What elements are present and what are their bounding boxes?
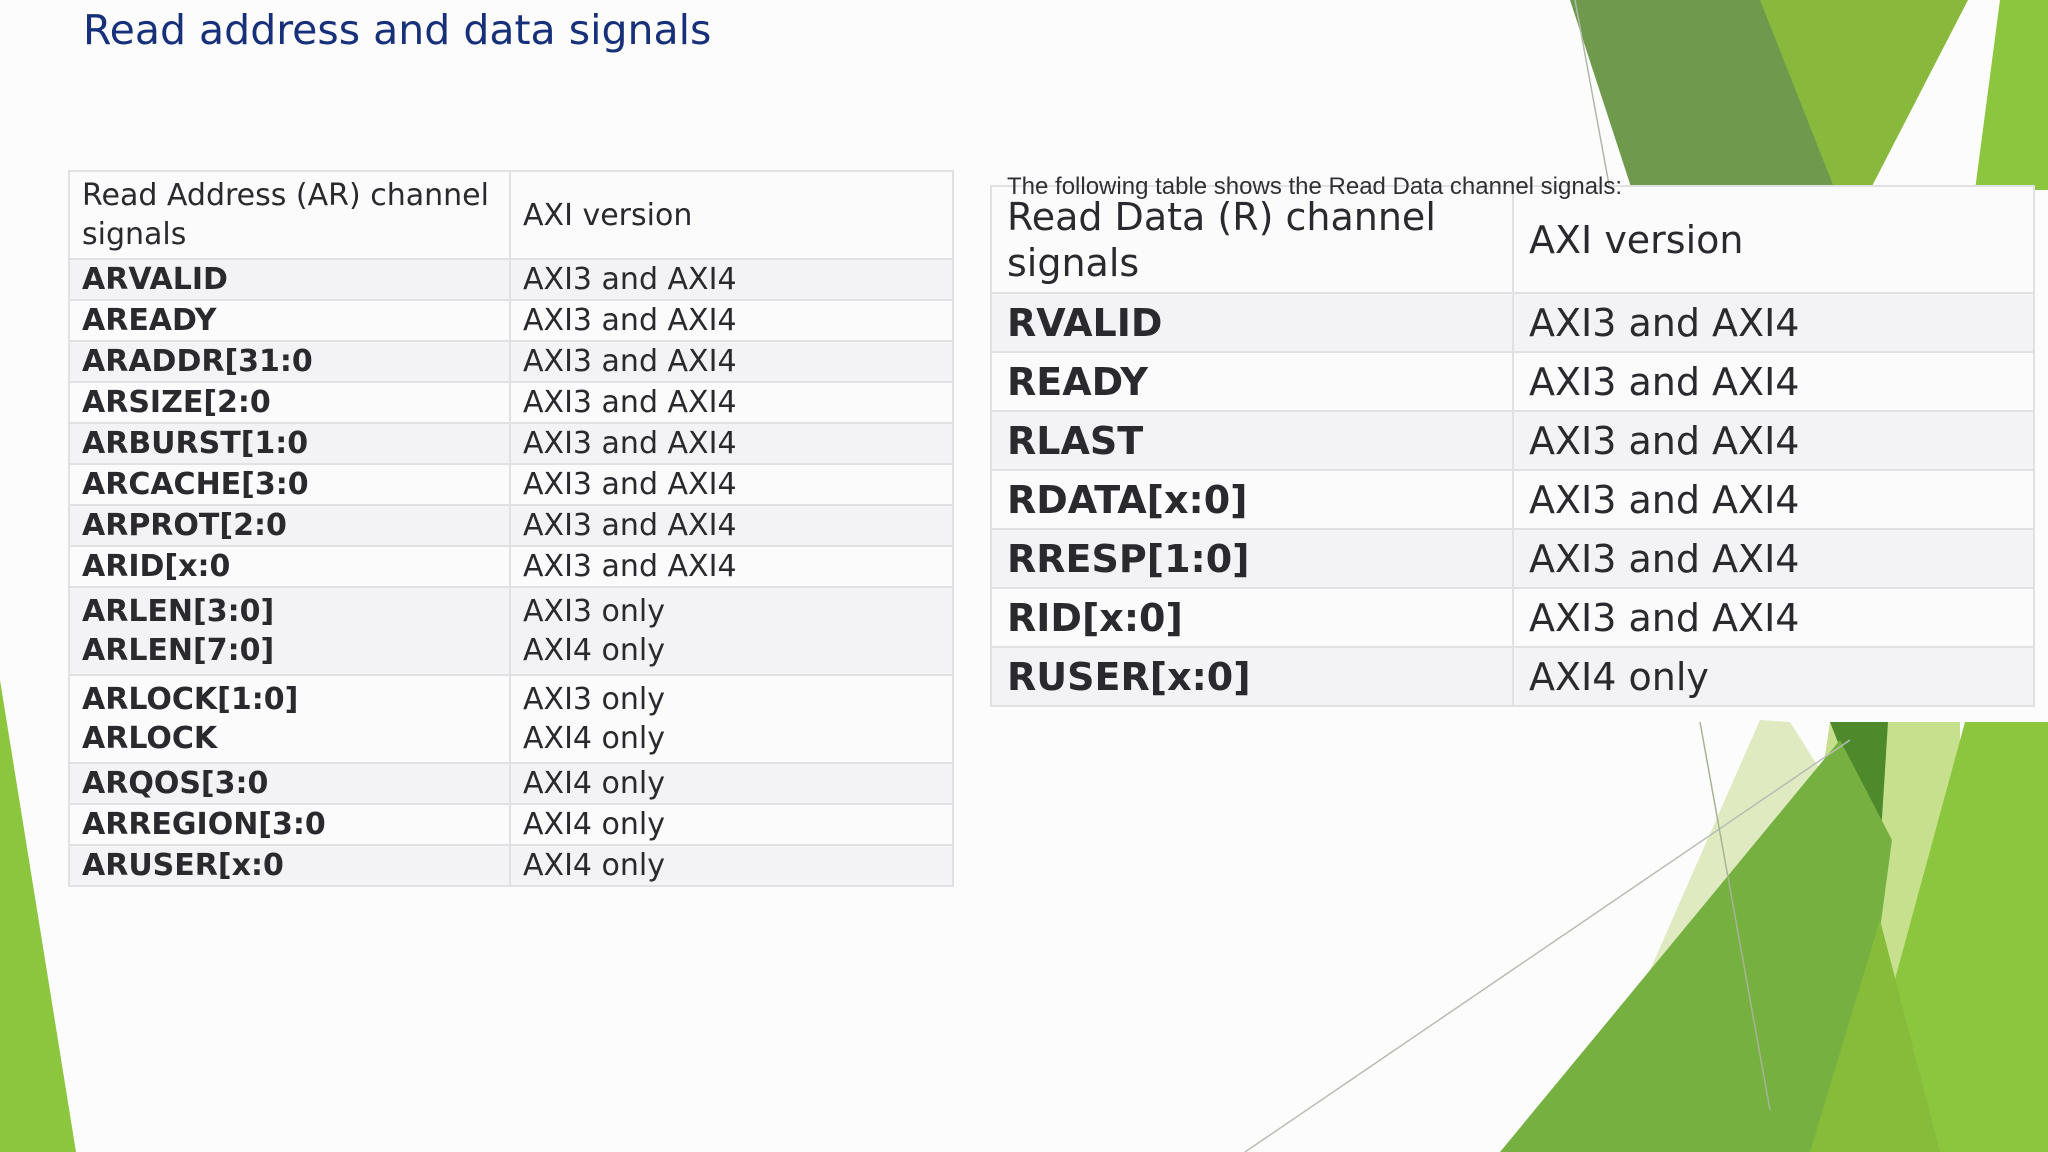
version-cell: AXI3 only AXI4 only	[509, 674, 954, 764]
version-cell: AXI3 and AXI4	[509, 545, 954, 588]
signal-cell: ARVALID	[68, 258, 511, 301]
version-cell: AXI4 only	[509, 803, 954, 846]
table-caption: The following table shows the Read Data …	[1007, 173, 1623, 200]
signal-cell: RVALID	[990, 292, 1514, 353]
header-cell-version: AXI version	[1512, 185, 2035, 294]
signal-cell: ARLOCK[1:0] ARLOCK	[68, 674, 511, 764]
signal-cell: RDATA[x:0]	[990, 469, 1514, 530]
header-text: Read Address (AR) channel	[82, 178, 489, 213]
signal-cell: RRESP[1:0]	[990, 528, 1514, 589]
table-row: ARLOCK[1:0] ARLOCK AXI3 only AXI4 only	[68, 674, 954, 764]
table-row: ARUSER[x:0 AXI4 only	[68, 844, 954, 887]
signal-cell: ARBURST[1:0	[68, 422, 511, 465]
header-text: Read Data (R) channel	[1007, 194, 1436, 239]
left-green-sliver	[0, 680, 76, 1152]
signal-cell: ARPROT[2:0	[68, 504, 511, 547]
signal-cell: ARCACHE[3:0	[68, 463, 511, 506]
bottom-thin-line-2	[1699, 721, 1771, 1111]
signal-cell: READY	[990, 351, 1514, 412]
signal-line: ARLOCK	[82, 721, 218, 756]
table-row: ARPROT[2:0 AXI3 and AXI4	[68, 504, 954, 547]
header-cell-version: AXI version	[509, 170, 954, 260]
table-row: RVALID AXI3 and AXI4	[990, 292, 2035, 353]
mid-green-shape	[1500, 740, 1892, 1152]
top-bright-green-shape	[1975, 0, 2048, 190]
version-line: AXI4 only	[523, 633, 666, 668]
version-cell: AXI4 only	[1512, 646, 2035, 707]
signal-line: ARLEN[7:0]	[82, 633, 275, 668]
signal-cell: RLAST	[990, 410, 1514, 471]
version-line: AXI4 only	[523, 721, 666, 756]
table-row: ARSIZE[2:0 AXI3 and AXI4	[68, 381, 954, 424]
header-cell-signals: Read Data (R) channel signals	[990, 185, 1514, 294]
version-cell: AXI4 only	[509, 844, 954, 887]
signal-cell: RUSER[x:0]	[990, 646, 1514, 707]
signal-cell: ARSIZE[2:0	[68, 381, 511, 424]
signal-cell: AREADY	[68, 299, 511, 342]
slide-title: Read address and data signals	[83, 6, 712, 54]
header-cell-signals: Read Address (AR) channel signals	[68, 170, 511, 260]
table-row: ARBURST[1:0 AXI3 and AXI4	[68, 422, 954, 465]
version-cell: AXI3 and AXI4	[509, 504, 954, 547]
bottom-thin-line-1	[1244, 739, 1851, 1152]
version-cell: AXI3 and AXI4	[509, 340, 954, 383]
version-cell: AXI3 and AXI4	[1512, 469, 2035, 530]
table-header-row: Read Address (AR) channel signals AXI ve…	[68, 170, 954, 260]
version-cell: AXI3 only AXI4 only	[509, 586, 954, 676]
version-cell: AXI3 and AXI4	[509, 422, 954, 465]
table-row: RDATA[x:0] AXI3 and AXI4	[990, 469, 2035, 530]
table-header-row: Read Data (R) channel signals AXI versio…	[990, 185, 2035, 294]
version-cell: AXI3 and AXI4	[1512, 587, 2035, 648]
table-row: RUSER[x:0] AXI4 only	[990, 646, 2035, 707]
read-address-table: Read Address (AR) channel signals AXI ve…	[68, 170, 954, 887]
table-row: ARQOS[3:0 AXI4 only	[68, 762, 954, 805]
header-text: signals	[82, 217, 187, 252]
version-line: AXI3 only	[523, 682, 666, 717]
table-row: ARREGION[3:0 AXI4 only	[68, 803, 954, 846]
read-data-table: Read Data (R) channel signals AXI versio…	[990, 185, 2035, 707]
table-row: RRESP[1:0] AXI3 and AXI4	[990, 528, 2035, 589]
version-cell: AXI3 and AXI4	[509, 299, 954, 342]
signal-cell: RID[x:0]	[990, 587, 1514, 648]
table-row: ARCACHE[3:0 AXI3 and AXI4	[68, 463, 954, 506]
version-cell: AXI3 and AXI4	[1512, 292, 2035, 353]
table-row: ARID[x:0 AXI3 and AXI4	[68, 545, 954, 588]
version-cell: AXI3 and AXI4	[1512, 351, 2035, 412]
version-cell: AXI3 and AXI4	[509, 463, 954, 506]
signal-cell: ARADDR[31:0	[68, 340, 511, 383]
table-row: RLAST AXI3 and AXI4	[990, 410, 2035, 471]
signal-cell: ARLEN[3:0] ARLEN[7:0]	[68, 586, 511, 676]
version-cell: AXI3 and AXI4	[1512, 410, 2035, 471]
signal-cell: ARID[x:0	[68, 545, 511, 588]
top-mid-green-shape	[1760, 0, 1968, 190]
signal-cell: ARREGION[3:0	[68, 803, 511, 846]
version-cell: AXI3 and AXI4	[509, 381, 954, 424]
version-cell: AXI3 and AXI4	[509, 258, 954, 301]
table-row: ARVALID AXI3 and AXI4	[68, 258, 954, 301]
table-row: AREADY AXI3 and AXI4	[68, 299, 954, 342]
header-text: signals	[1007, 240, 1140, 285]
version-cell: AXI3 and AXI4	[1512, 528, 2035, 589]
table-row: READY AXI3 and AXI4	[990, 351, 2035, 412]
top-thin-line	[1574, 0, 1611, 191]
table-row: ARLEN[3:0] ARLEN[7:0] AXI3 only AXI4 onl…	[68, 586, 954, 676]
table-row: ARADDR[31:0 AXI3 and AXI4	[68, 340, 954, 383]
signal-cell: ARQOS[3:0	[68, 762, 511, 805]
signal-cell: ARUSER[x:0	[68, 844, 511, 887]
olive-green-shape	[1810, 920, 1940, 1152]
version-cell: AXI4 only	[509, 762, 954, 805]
table-row: RID[x:0] AXI3 and AXI4	[990, 587, 2035, 648]
signal-line: ARLOCK[1:0]	[82, 682, 299, 717]
signal-line: ARLEN[3:0]	[82, 594, 275, 629]
version-line: AXI3 only	[523, 594, 666, 629]
